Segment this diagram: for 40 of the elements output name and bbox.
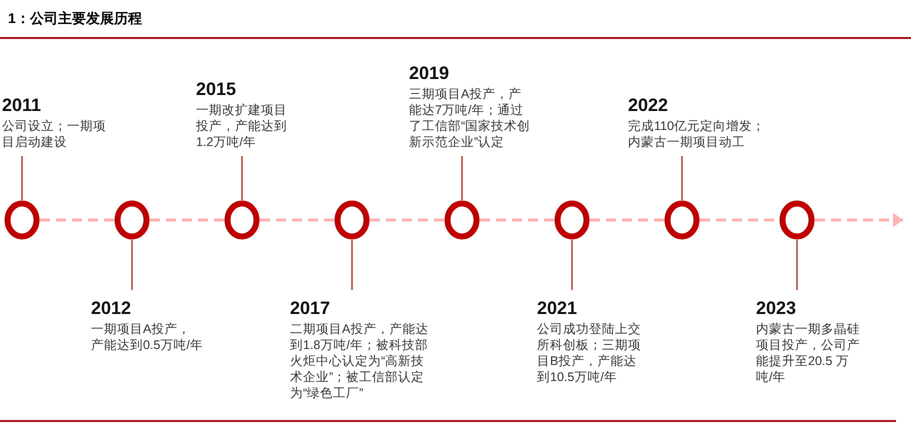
year-label: 2012 [91,297,132,319]
stem-line [571,240,573,290]
timeline-circle [554,200,590,240]
timeline-circle [4,200,40,240]
milestone-description: 完成110亿元定向增发；内蒙古一期项目动工 [628,118,766,150]
timeline-line [370,218,444,222]
year-label: 2015 [196,78,236,100]
stem-line [241,156,243,200]
timeline-circle [334,200,370,240]
milestone-description: 内蒙古一期多晶硅项目投产，公司产能提升至20.5 万吨/年 [756,321,861,385]
milestone-description: 公司设立；一期项目启动建设 [2,118,107,150]
timeline-circle [114,200,150,240]
milestone-description: 公司成功登陆上交所科创板；三期项目B投产，产能达到10.5万吨/年 [537,321,642,385]
stem-line [461,156,463,200]
timeline-circle [224,200,260,240]
timeline-arrow [815,213,903,227]
year-label: 2019 [409,62,450,84]
milestone-description: 一期项目A投产，产能达到0.5万吨/年 [91,321,203,353]
timeline-circle [779,200,815,240]
year-label: 2022 [628,94,668,116]
figure-title: 1：公司主要发展历程 [8,9,142,27]
timeline-line [260,218,334,222]
stem-line [131,240,133,290]
year-label: 2011 [2,94,42,116]
milestone-description: 一期改扩建项目投产，产能达到1.2万吨/年 [196,102,288,150]
year-label: 2021 [537,297,578,319]
stem-line [351,240,353,290]
milestone-description: 二期项目A投产，产能达到1.8万吨/年；被科技部火炬中心认定为“高新技术企业”；被工信部认定为“绿色工厂” [290,321,430,401]
year-label: 2017 [290,297,330,319]
timeline-line [590,218,664,222]
timeline-line [40,218,114,222]
stem-line [796,240,798,290]
timeline-line [480,218,554,222]
stem-line [681,156,683,200]
timeline-circle [444,200,480,240]
year-label: 2023 [756,297,796,319]
timeline-line [150,218,224,222]
milestone-description: 三期项目A投产，产能达7万吨/年；通过了工信部“国家技术创新示范企业”认定 [409,86,531,150]
stem-line [21,156,23,200]
timeline-circle [664,200,700,240]
